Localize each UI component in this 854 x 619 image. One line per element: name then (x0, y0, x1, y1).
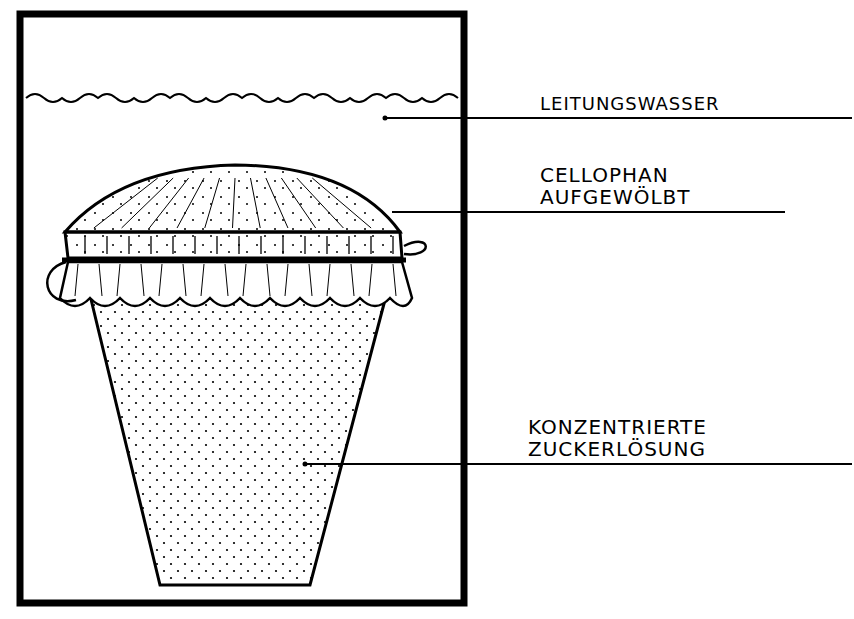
rim-tick (216, 236, 217, 254)
rim-tick (304, 236, 305, 254)
fold-line (99, 264, 102, 296)
fold-line (183, 264, 186, 296)
rim-tick (392, 236, 393, 254)
cellophane-dome (65, 165, 400, 232)
part-label: KONZENTRIERTE ZUCKERLÖSUNG (528, 416, 808, 460)
fold-line (309, 264, 312, 296)
fold-line (141, 264, 144, 296)
rim-tick (326, 236, 327, 254)
fold-line (327, 264, 330, 296)
rim-tick (282, 236, 283, 254)
leader-line (392, 211, 785, 213)
rim-tick (348, 236, 349, 254)
fold-line (159, 264, 162, 296)
rim-tick (84, 236, 85, 254)
fold-line (94, 178, 158, 228)
rim-tick (370, 236, 371, 254)
leader-line (385, 117, 852, 119)
rim-tick (260, 236, 261, 254)
rim-tick (150, 236, 151, 254)
rim-tick (128, 236, 129, 254)
dome-folds (94, 178, 371, 228)
rim-ticks (85, 236, 393, 254)
rim-tick (172, 236, 173, 254)
leader-line (305, 463, 852, 465)
fold-line (281, 178, 315, 228)
rim-tick (194, 236, 195, 254)
fold-line (177, 178, 204, 228)
fold-line (297, 178, 344, 228)
fold-line (250, 178, 260, 228)
cellophane-folds (75, 264, 396, 296)
part-label: LEITUNGSWASSER (540, 94, 850, 114)
fold-line (122, 178, 174, 228)
rim-band (65, 232, 402, 258)
string (62, 258, 406, 263)
leader-lines (303, 116, 853, 467)
string-loop (47, 262, 76, 301)
fold-line (205, 178, 220, 228)
fold-line (312, 178, 371, 228)
fold-line (225, 264, 228, 296)
cellophane-skirt (60, 262, 412, 306)
fold-line (75, 264, 78, 296)
water-surface (26, 94, 458, 102)
fold-line (149, 178, 188, 228)
string-loop (404, 242, 426, 255)
rim-tick (106, 236, 107, 254)
part-label: CELLOPHAN AUFGEWÖLBT (540, 164, 770, 208)
fold-line (266, 178, 288, 228)
fold-line (369, 264, 372, 296)
rim-tick (238, 236, 239, 254)
fold-line (201, 264, 204, 296)
fold-line (243, 264, 246, 296)
beaker-outline (20, 14, 464, 603)
fold-line (393, 264, 396, 296)
fold-line (117, 264, 120, 296)
fold-line (267, 264, 270, 296)
fold-line (285, 264, 288, 296)
fold-line (351, 264, 354, 296)
fold-line (233, 178, 236, 228)
funnel-vessel (82, 262, 395, 585)
